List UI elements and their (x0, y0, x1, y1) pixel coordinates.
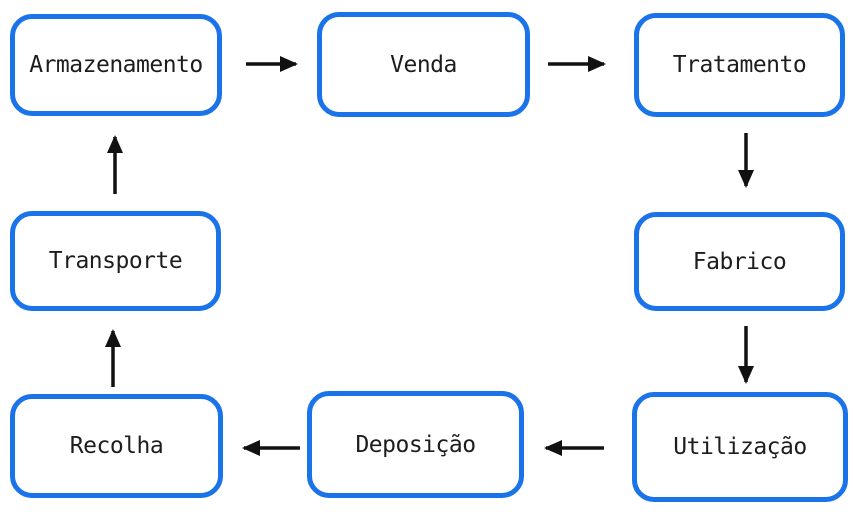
node-transporte-label: Transporte (48, 248, 183, 274)
node-utilizacao-label: Utilização (673, 434, 807, 460)
node-transporte: Transporte (10, 211, 221, 311)
node-armazenamento-label: Armazenamento (29, 52, 203, 78)
node-recolha: Recolha (10, 394, 223, 498)
node-fabrico: Fabrico (634, 212, 845, 311)
node-venda-label: Venda (390, 51, 457, 78)
node-venda: Venda (317, 12, 530, 117)
node-tratamento: Tratamento (634, 13, 845, 117)
node-deposicao-label: Deposição (355, 431, 476, 458)
node-tratamento-label: Tratamento (672, 52, 807, 78)
node-utilizacao: Utilização (632, 392, 848, 502)
node-fabrico-label: Fabrico (692, 248, 787, 275)
node-recolha-label: Recolha (69, 433, 164, 459)
node-armazenamento: Armazenamento (10, 14, 222, 116)
node-deposicao: Deposição (307, 391, 524, 498)
